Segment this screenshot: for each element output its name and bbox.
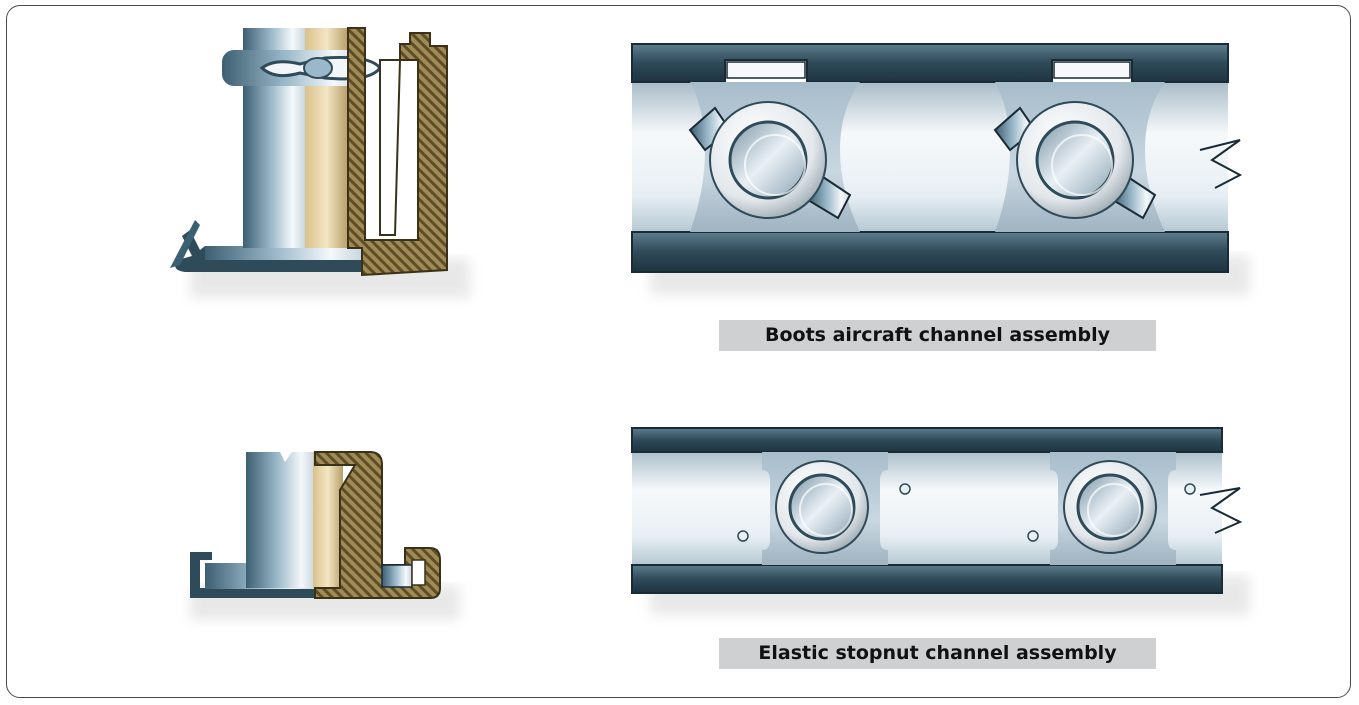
boots-channel-assembly-icon — [631, 43, 1250, 295]
elastic-stopnut-cross-section-icon — [190, 451, 460, 620]
boots-nut-cross-section-icon — [170, 27, 470, 298]
elastic-channel-assembly-icon — [631, 427, 1250, 615]
elastic-channel-caption: Elastic stopnut channel assembly — [719, 638, 1156, 669]
boots-channel-caption: Boots aircraft channel assembly — [719, 320, 1156, 351]
